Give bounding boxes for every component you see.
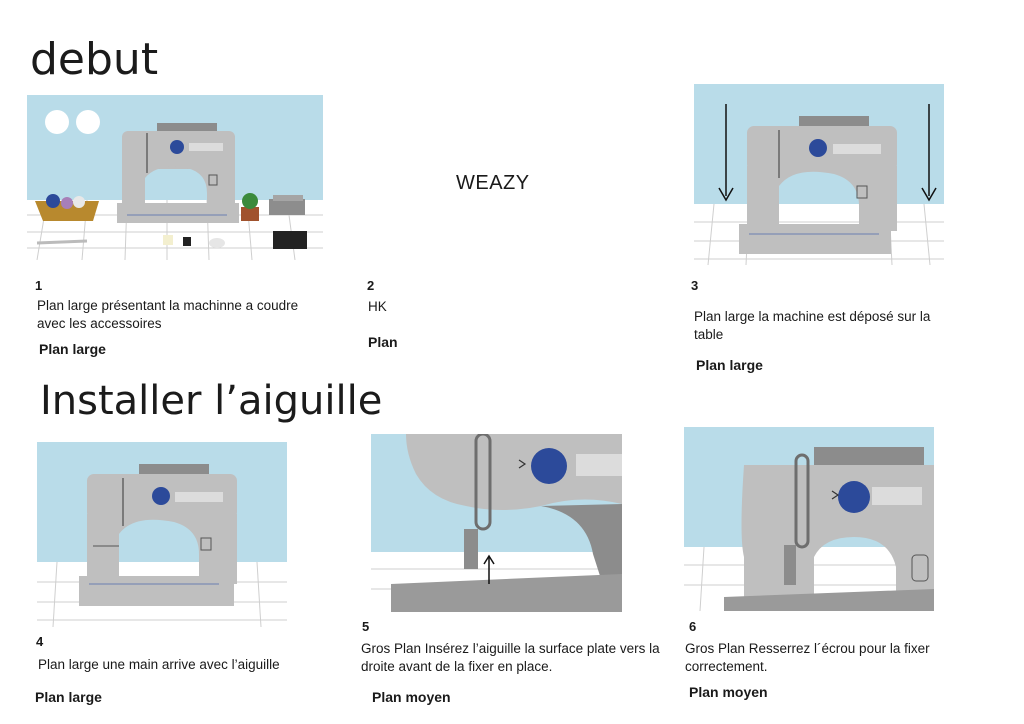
panel-4-number: 4 — [36, 634, 44, 649]
storyboard-frame-3 — [694, 84, 944, 265]
panel-2-description: HK — [368, 299, 387, 314]
panel-6-shot-type: Plan moyen — [689, 684, 768, 700]
section-title-debut: debut — [30, 34, 159, 85]
panel-2-shot-type: Plan — [368, 334, 398, 350]
panel-5-shot-type: Plan moyen — [372, 689, 451, 705]
storyboard-frame-4 — [37, 442, 287, 627]
panel-4-shot-type: Plan large — [35, 689, 102, 705]
panel-1-number: 1 — [35, 278, 43, 293]
storyboard-frame-1 — [27, 95, 323, 260]
panel-3-shot-type: Plan large — [696, 357, 763, 373]
panel-6-description: Gros Plan Resserrez l´écrou pour la fixe… — [685, 641, 930, 674]
panel-1-description: Plan large présentant la machinne a coud… — [37, 298, 299, 331]
weazy-logo-text: WEAZY — [456, 172, 530, 194]
panel-5-description: Gros Plan Insérez l’aiguille la surface … — [361, 641, 660, 674]
panel-1-shot-type: Plan large — [39, 341, 106, 357]
panel-3-description: Plan large la machine est déposé sur la … — [694, 309, 931, 342]
panel-4-description: Plan large une main arrive avec l’aiguil… — [38, 657, 280, 672]
panel-5-number: 5 — [362, 619, 370, 634]
section-title-installer-aiguille: Installer l’aiguille — [40, 378, 383, 424]
panel-2-number: 2 — [367, 278, 375, 293]
storyboard-frame-5 — [371, 434, 622, 613]
panel-6-number: 6 — [689, 619, 697, 634]
panel-3-number: 3 — [691, 278, 699, 293]
storyboard-frame-6 — [684, 427, 934, 611]
